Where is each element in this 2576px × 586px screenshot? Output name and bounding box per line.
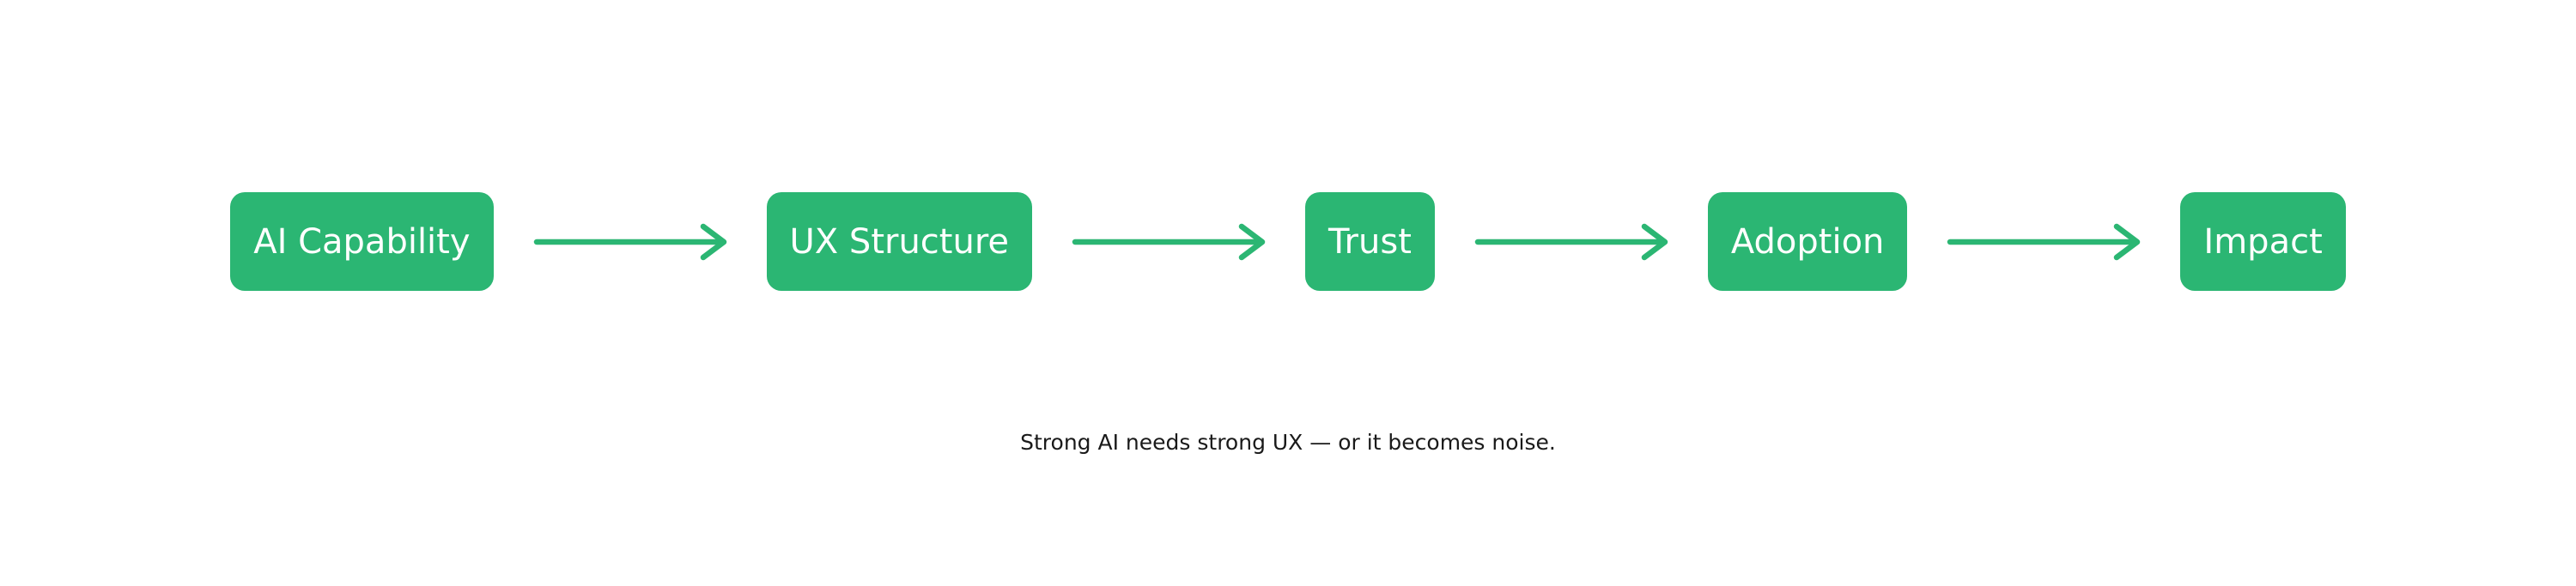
flow-row: AI Capability UX Structure Trust Adoptio… <box>0 192 2576 291</box>
right-arrow-icon <box>1947 223 2141 260</box>
diagram-caption: Strong AI needs strong UX — or it become… <box>1020 430 1556 455</box>
right-arrow-icon <box>1072 223 1266 260</box>
flow-node-trust: Trust <box>1305 192 1435 291</box>
flow-node-impact: Impact <box>2180 192 2346 291</box>
right-arrow-icon <box>1474 223 1668 260</box>
right-arrow-icon <box>533 223 726 260</box>
flow-node-ux-structure: UX Structure <box>766 192 1032 291</box>
flow-node-adoption: Adoption <box>1707 192 1908 291</box>
flow-node-ai-capability: AI Capability <box>230 192 494 291</box>
